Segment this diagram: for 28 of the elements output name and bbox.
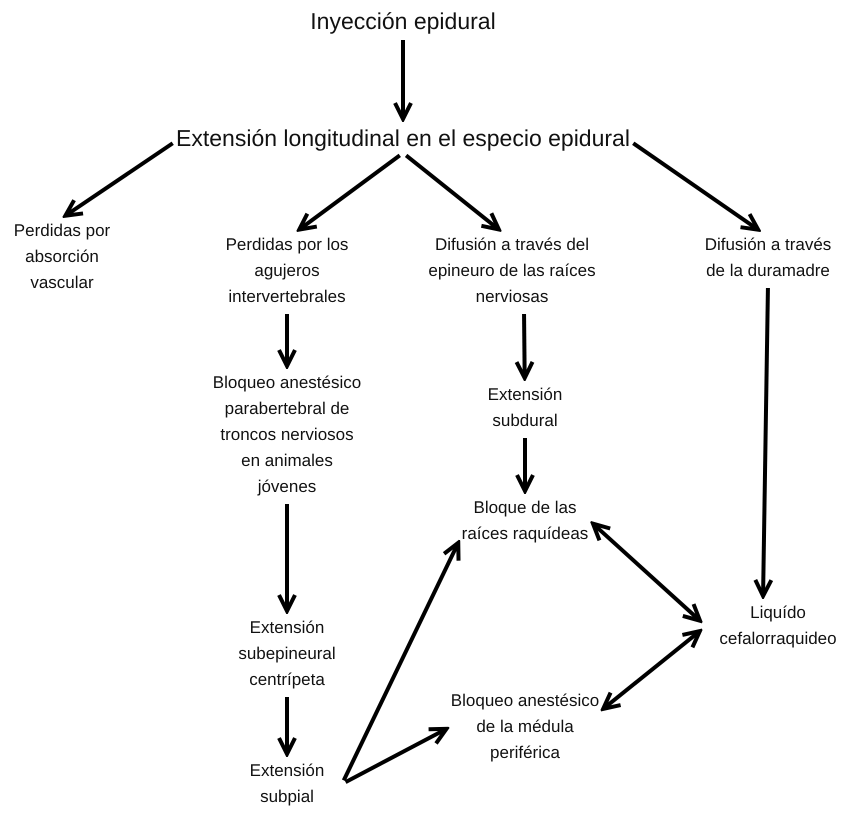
arrow (632, 142, 760, 232)
arrow (404, 154, 501, 232)
node-label: Extensión longitudinal en el especio epidural (176, 124, 630, 153)
node-label: Perdidas por absorción vascular (12, 220, 112, 294)
arrow (590, 522, 702, 623)
node-label: Extensión subdural (486, 384, 564, 432)
node-label: Difusión a través de la duramadre (704, 234, 832, 282)
arrow (515, 438, 535, 493)
arrow (63, 142, 174, 218)
arrow (277, 314, 297, 368)
arrow (753, 288, 774, 598)
node-label: Bloque de las raíces raquídeas (460, 497, 590, 545)
node-label: Extensión subepineural centrípeta (237, 617, 337, 691)
node-label: Perdidas por los agujeros intervertebrales (224, 234, 350, 308)
node-label: Extensión subpial (248, 760, 326, 808)
node-label: Bloqueo anestésico de la médula periférica (450, 690, 600, 764)
arrow (277, 697, 297, 756)
arrow (393, 40, 413, 121)
arrow (344, 726, 448, 784)
arrow (297, 154, 401, 232)
node-label: Inyección epidural (310, 7, 496, 36)
node-label: Bloqueo anestésico parabertebral de troncos nerviosos en animales jóvenes (212, 372, 362, 498)
arrow (342, 540, 461, 782)
arrow (277, 504, 297, 613)
node-label: Liquído cefalorraquideo (718, 602, 838, 650)
arrow (601, 629, 702, 711)
arrow (514, 314, 535, 380)
node-label: Difusión a través del epineuro de las raíces nerviosas (427, 234, 597, 308)
